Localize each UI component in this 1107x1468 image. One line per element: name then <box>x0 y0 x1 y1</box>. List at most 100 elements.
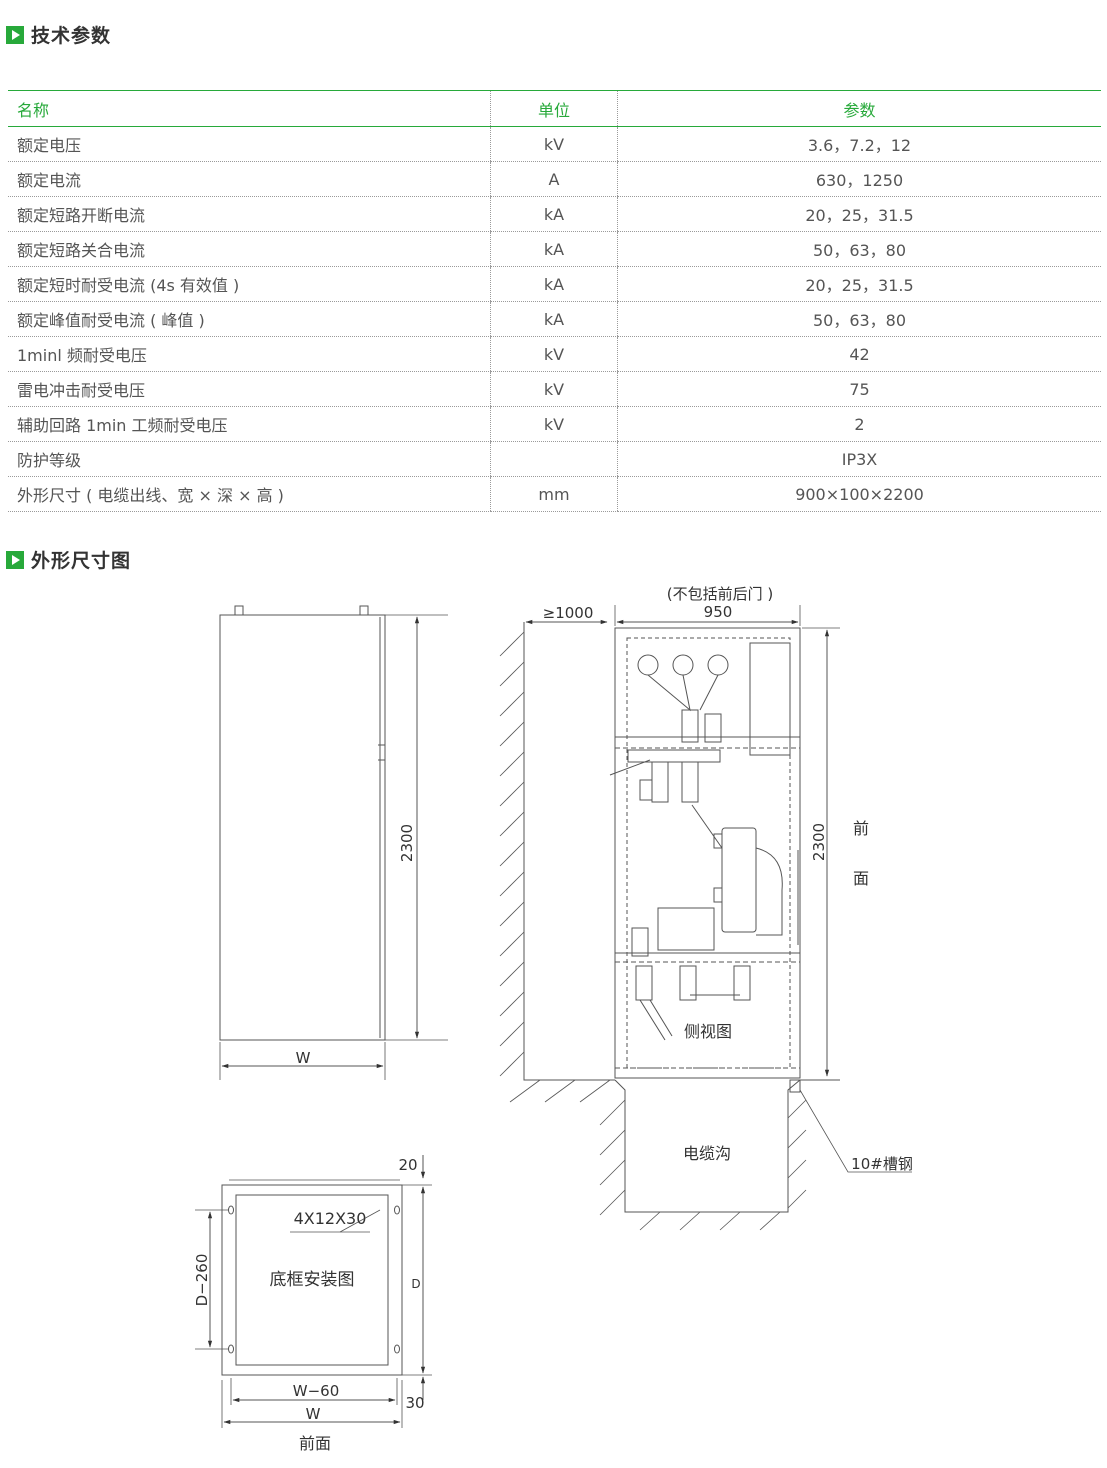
cell-name: 雷电冲击耐受电压 <box>8 371 491 407</box>
cell-unit: kA <box>490 196 618 232</box>
cell-unit <box>490 441 618 477</box>
busbar <box>707 654 729 676</box>
mount-hole <box>228 1205 234 1215</box>
rear-panel <box>749 642 791 756</box>
base-inner-width: W−60 <box>293 1382 340 1400</box>
cell-name: 额定短路关合电流 <box>8 231 491 267</box>
cell-unit: A <box>490 161 618 197</box>
side-front-char2: 面 <box>853 869 869 888</box>
cell-value: IP3X <box>617 441 1101 477</box>
linkage <box>691 804 723 849</box>
cell-value: 20，25，31.5 <box>617 266 1101 302</box>
cell-unit: kV <box>490 406 618 442</box>
dimension-drawing: 2300 W 20 4X12X30 底框安装图 D−260 D W−60 W 3… <box>193 585 913 1453</box>
breaker-terminal <box>713 833 723 849</box>
insulator <box>631 927 649 957</box>
front-width-label: W <box>296 1049 311 1067</box>
cell-unit: kA <box>490 231 618 267</box>
base-title: 底框安装图 <box>270 1270 355 1290</box>
lifting-lug <box>359 605 369 616</box>
insulator <box>679 965 697 1001</box>
cell-value: 50，63，80 <box>617 231 1101 267</box>
section-title: 技术参数 <box>31 25 112 47</box>
mount-hole <box>228 1344 234 1354</box>
cell-value: 2 <box>617 406 1101 442</box>
insulator <box>651 761 669 803</box>
insulator <box>704 713 722 743</box>
side-front-char1: 前 <box>853 819 869 838</box>
fuse <box>639 779 653 801</box>
channel-steel <box>789 1079 801 1093</box>
cell-name: 额定短路开断电流 <box>8 196 491 232</box>
base-bottom-gap: 30 <box>405 1394 424 1412</box>
operating-handle <box>609 759 651 776</box>
base-top-gap: 20 <box>398 1156 417 1174</box>
base-inner <box>235 1194 389 1366</box>
wall-floor-line <box>523 622 615 1081</box>
cell-name: 额定短时耐受电流 (4s 有效值 ) <box>8 266 491 302</box>
steel-label: 10#槽钢 <box>851 1155 913 1173</box>
cell-value: 42 <box>617 336 1101 372</box>
cell-value: 20，25，31.5 <box>617 196 1101 232</box>
table-row: 防护等级 IP3X <box>8 441 1101 477</box>
mount-hole <box>394 1205 400 1215</box>
cell-name: 额定电压 <box>8 126 491 162</box>
base-depth-label: D <box>411 1277 420 1291</box>
base-frame-view <box>195 1155 432 1428</box>
insulator <box>681 761 699 803</box>
cell-value: 3.6，7.2，12 <box>617 126 1101 162</box>
side-view <box>499 605 912 1231</box>
section-header-tech-params: 技术参数 <box>6 21 111 48</box>
mount-hole <box>394 1344 400 1354</box>
switch-frame <box>627 749 721 763</box>
side-height: 2300 <box>810 823 828 861</box>
play-triangle-icon <box>6 25 24 44</box>
side-note: (不包括前后门 ) <box>667 585 773 603</box>
bus-connection <box>699 674 719 711</box>
cell-unit: kA <box>490 266 618 302</box>
header-unit: 单位 <box>490 90 618 127</box>
section-title: 外形尺寸图 <box>31 550 132 572</box>
cell-value: 50，63，80 <box>617 301 1101 337</box>
wall-hatching <box>499 631 807 1231</box>
breaker-terminal <box>713 887 723 903</box>
cable-lead <box>639 999 666 1041</box>
cell-value: 900×100×2200 <box>617 476 1101 512</box>
side-clearance: ≥1000 <box>543 604 594 622</box>
cable-lead <box>649 999 673 1037</box>
cell-unit: kV <box>490 336 618 372</box>
breaker-cover <box>755 847 783 936</box>
base-front-label: 前面 <box>299 1434 331 1453</box>
side-cabinet <box>614 627 801 1079</box>
cell-unit: mm <box>490 476 618 512</box>
header-name: 名称 <box>8 90 491 127</box>
side-depth: 950 <box>704 603 733 621</box>
cell-name: 1minl 频耐受电压 <box>8 336 491 372</box>
insulator <box>635 965 653 1001</box>
cell-name: 防护等级 <box>8 441 491 477</box>
front-height-label: 2300 <box>398 824 416 862</box>
cell-unit: kV <box>490 371 618 407</box>
cell-name: 额定峰值耐受电流 ( 峰值 ) <box>8 301 491 337</box>
table-header-row: 名称 单位 参数 <box>8 90 1101 127</box>
cell-name: 辅助回路 1min 工频耐受电压 <box>8 406 491 442</box>
cell-unit: kA <box>490 301 618 337</box>
cell-value: 75 <box>617 371 1101 407</box>
cell-name: 外形尺寸 ( 电缆出线、宽 × 深 × 高 ) <box>8 476 491 512</box>
busbar <box>637 654 659 676</box>
trench-label: 电缆沟 <box>683 1144 731 1163</box>
section-header-dimensions: 外形尺寸图 <box>6 546 131 573</box>
base-hole-label: 4X12X30 <box>294 1209 367 1228</box>
busbar <box>672 654 694 676</box>
base-outer <box>221 1184 403 1376</box>
